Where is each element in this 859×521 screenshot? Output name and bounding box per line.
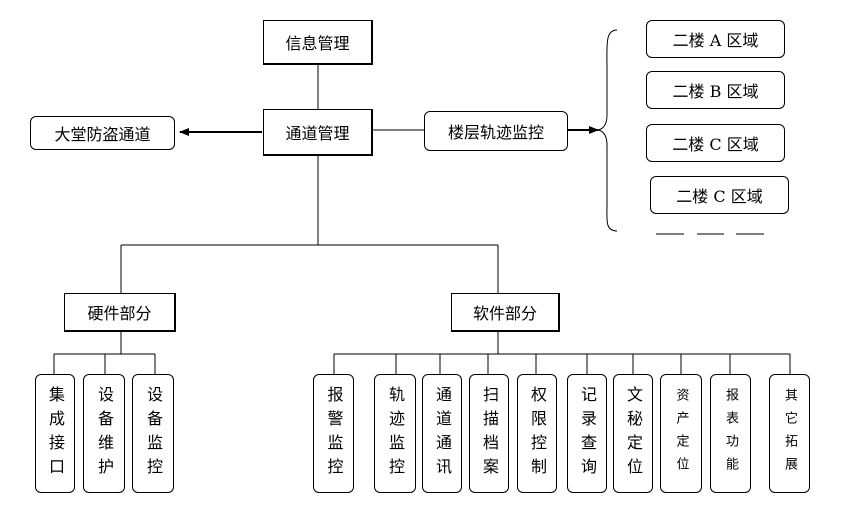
software-item-label: 记录查询 <box>578 385 597 482</box>
software-item-label: 资产定位 <box>673 387 689 480</box>
hardware-item: 集成接口 <box>35 374 75 493</box>
area-label: 二楼 B 区域 <box>672 82 759 101</box>
software-node: 软件部分 <box>451 293 560 332</box>
lobby-antitheft-node: 大堂防盗通道 <box>30 116 175 150</box>
software-item: 资产定位 <box>660 374 702 493</box>
channel-management-node: 通道管理 <box>263 109 373 156</box>
software-item: 报警监控 <box>313 374 354 493</box>
area-label: 二楼 C 区域 <box>672 135 759 154</box>
software-item-label: 文秘定位 <box>624 385 643 482</box>
software-item-label: 轨迹监控 <box>386 385 405 482</box>
lobby-antitheft-label: 大堂防盗通道 <box>54 125 151 144</box>
area-label: 二楼 A 区域 <box>672 31 759 50</box>
area-label: 二楼 C 区域 <box>676 187 763 206</box>
area-node-4: 二楼 C 区域 <box>650 176 789 214</box>
hardware-item: 设备监控 <box>132 374 174 493</box>
software-item-label: 通道通讯 <box>433 385 452 482</box>
software-item-label: 报警监控 <box>324 385 344 482</box>
software-item: 通道通讯 <box>422 374 462 493</box>
software-item-label: 扫描档案 <box>480 385 499 482</box>
software-item: 权限控制 <box>517 374 557 493</box>
channel-management-label: 通道管理 <box>285 124 350 143</box>
hardware-item-label: 集成接口 <box>46 385 65 482</box>
software-item: 轨迹监控 <box>374 374 416 493</box>
software-item-label: 其它拓展 <box>782 387 797 480</box>
floor-track-label: 楼层轨迹监控 <box>447 123 544 142</box>
hardware-label: 硬件部分 <box>87 304 152 323</box>
software-label: 软件部分 <box>472 304 537 323</box>
hardware-item-label: 设备维护 <box>95 385 114 482</box>
hardware-node: 硬件部分 <box>64 293 176 332</box>
hardware-item-label: 设备监控 <box>144 385 163 482</box>
area-node-3: 二楼 C 区域 <box>646 124 785 162</box>
software-item: 文秘定位 <box>613 374 653 493</box>
area-node-1: 二楼 A 区域 <box>646 20 785 58</box>
software-item: 扫描档案 <box>469 374 509 493</box>
area-node-2: 二楼 B 区域 <box>646 71 785 109</box>
hardware-item: 设备维护 <box>83 374 125 493</box>
info-management-label: 信息管理 <box>285 34 350 53</box>
software-item-label: 权限控制 <box>528 385 547 482</box>
software-item: 其它拓展 <box>769 374 810 493</box>
software-item-label: 报表功能 <box>723 387 738 480</box>
software-item: 记录查询 <box>567 374 607 493</box>
floor-track-node: 楼层轨迹监控 <box>424 111 568 151</box>
software-item: 报表功能 <box>710 374 751 493</box>
info-management-node: 信息管理 <box>263 20 373 65</box>
